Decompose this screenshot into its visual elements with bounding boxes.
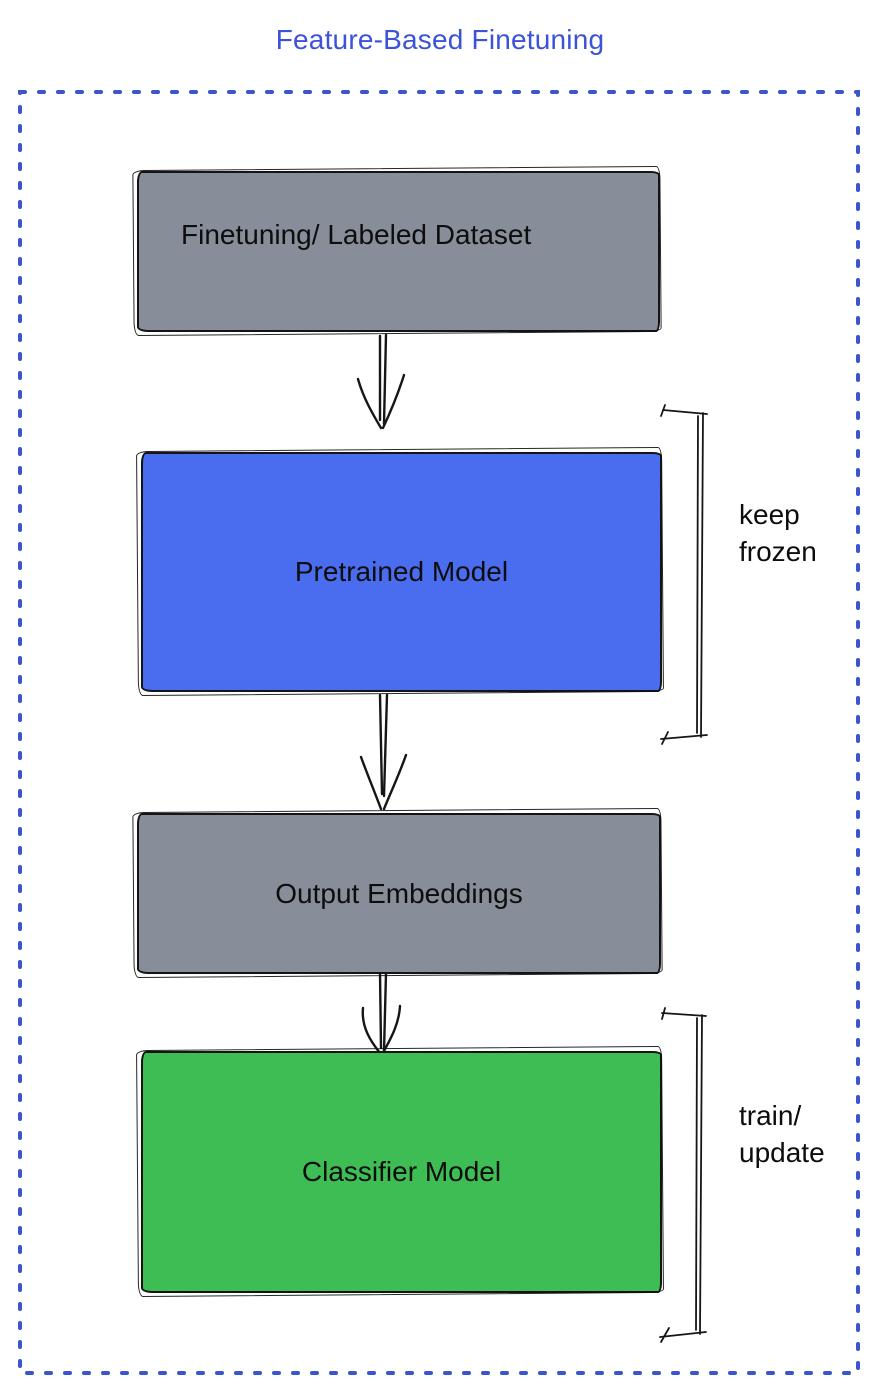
node-output-embeddings-label: Output Embeddings xyxy=(275,877,523,909)
annotation-train-update: train/ update xyxy=(739,1097,825,1171)
arrow-embeddings-to-classifier xyxy=(361,971,402,1055)
node-finetuning-dataset-label: Finetuning/ Labeled Dataset xyxy=(181,218,532,250)
annotation-train-update-line2: update xyxy=(739,1137,825,1168)
node-output-embeddings: Output Embeddings xyxy=(137,813,661,974)
annotation-keep-frozen-line1: keep xyxy=(739,499,800,530)
node-pretrained-model: Pretrained Model xyxy=(141,452,662,692)
node-finetuning-dataset: Finetuning/ Labeled Dataset xyxy=(137,171,660,332)
annotation-keep-frozen-line2: frozen xyxy=(739,536,817,567)
node-pretrained-model-label: Pretrained Model xyxy=(294,556,509,587)
arrow-pretrained-to-embeddings xyxy=(359,693,408,811)
bracket-keep-frozen xyxy=(660,404,708,745)
annotation-keep-frozen: keep frozen xyxy=(739,496,817,570)
bracket-train-update xyxy=(659,1007,707,1343)
node-classifier-model-label: Classifier Model xyxy=(301,1156,502,1187)
node-classifier-model: Classifier Model xyxy=(141,1051,662,1293)
diagram-title: Feature-Based Finetuning xyxy=(275,24,605,55)
arrow-dataset-to-pretrained xyxy=(356,333,406,430)
annotation-train-update-line1: train/ xyxy=(739,1100,802,1131)
